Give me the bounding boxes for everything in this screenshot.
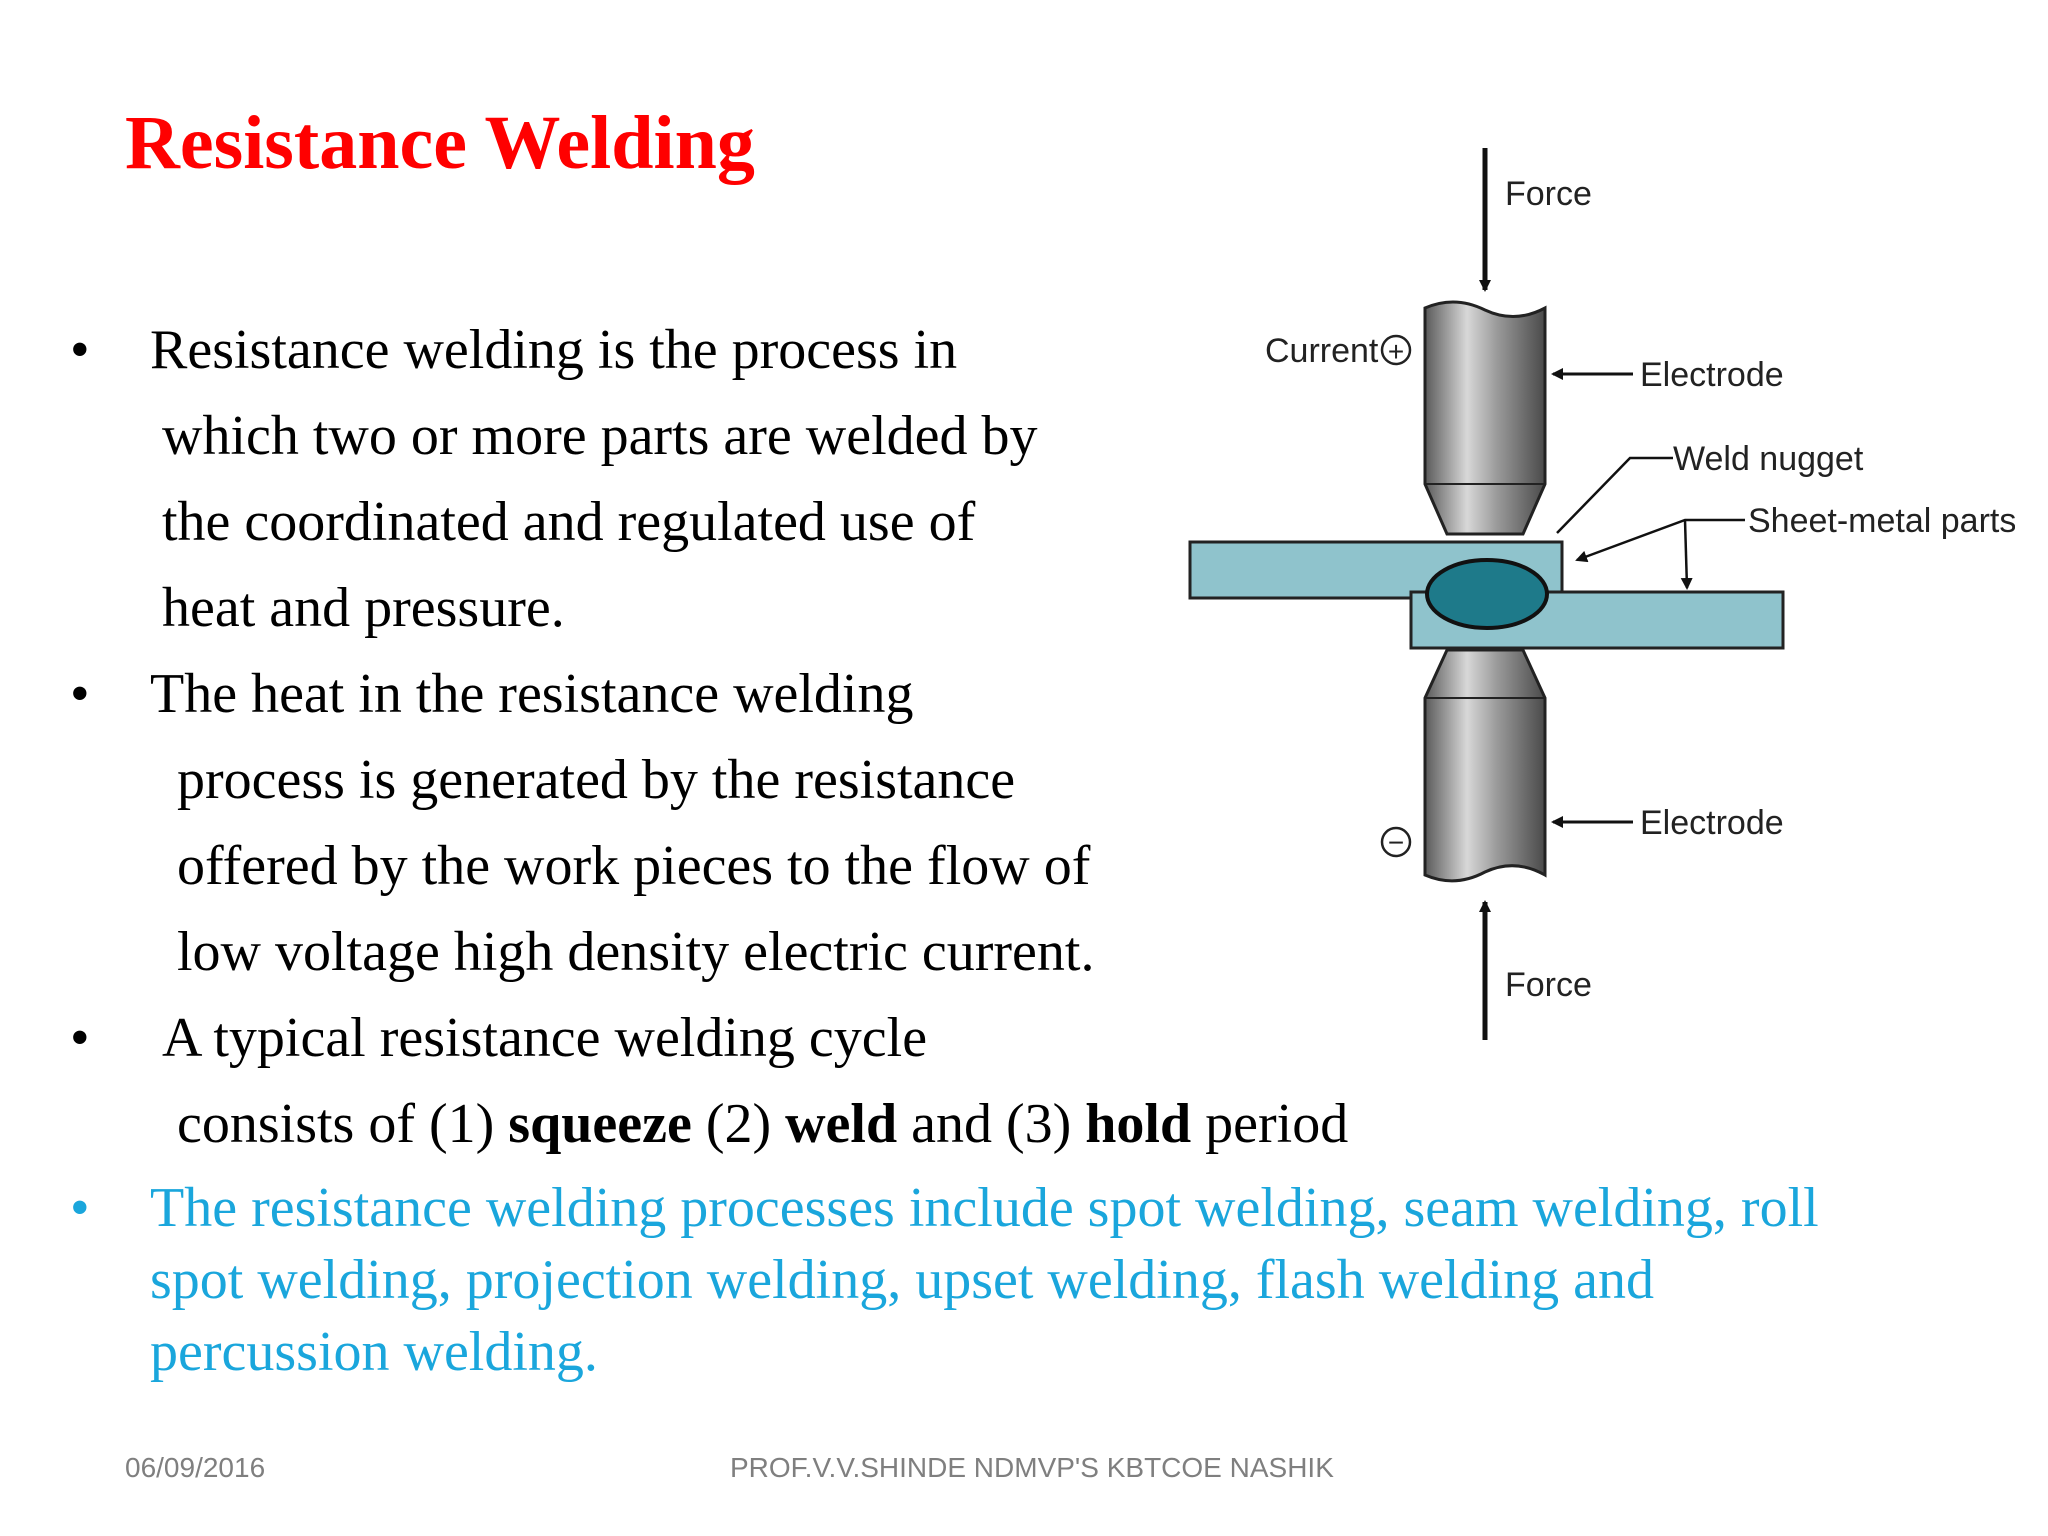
- cycle-squeeze: squeeze: [508, 1093, 692, 1155]
- bullet-marker: •: [70, 1177, 90, 1239]
- sheet-leader-1: [1575, 518, 1745, 563]
- bullet-1-line-4: heat and pressure.: [162, 577, 565, 639]
- footer-date: 06/09/2016: [125, 1452, 266, 1483]
- bullet-marker: •: [70, 663, 90, 725]
- cycle-p3: and (3): [897, 1093, 1086, 1155]
- cycle-suffix: period: [1191, 1093, 1349, 1155]
- sheet-leader-2: [1680, 519, 1693, 590]
- bullet-3-cycle-line: consists of (1) squeeze (2) weld and (3)…: [177, 1096, 1348, 1152]
- lower-electrode: [1423, 648, 1547, 883]
- cycle-hold: hold: [1085, 1093, 1192, 1155]
- bullet-1-line-2: which two or more parts are welded by: [162, 405, 1038, 467]
- bullet-2-line-1: The heat in the resistance welding: [150, 663, 914, 725]
- bullet-2-line-2: process is generated by the resistance: [177, 749, 1016, 811]
- plus-icon: [1380, 334, 1412, 366]
- cycle-p2: (2): [691, 1093, 786, 1155]
- weld-nugget-label: Weld nugget: [1673, 440, 1864, 478]
- force-label-top: Force: [1505, 175, 1592, 213]
- weld-nugget: [1425, 558, 1549, 630]
- bullet-marker: •: [70, 1007, 90, 1069]
- minus-icon: [1380, 826, 1412, 858]
- bullet-4-line-3: percussion welding.: [150, 1321, 598, 1383]
- bullet-4-line-1: The resistance welding processes include…: [150, 1177, 1819, 1239]
- cycle-prefix: consists of (1): [177, 1093, 509, 1155]
- current-label: Current: [1265, 332, 1379, 370]
- bullet-3-line-1: A typical resistance welding cycle: [162, 1007, 928, 1069]
- slide-title: Resistance Welding: [125, 101, 755, 185]
- plus-sign: +: [1388, 336, 1404, 367]
- resistance-welding-diagram: Force Current + − Electrode Weld nugget …: [1188, 148, 2015, 1040]
- minus-sign: −: [1388, 827, 1404, 858]
- footer-author: PROF.V.V.SHINDE NDMVP'S KBTCOE NASHIK: [730, 1452, 1334, 1483]
- electrode-label-bottom: Electrode: [1640, 804, 1784, 842]
- bullet-1-line-1: Resistance welding is the process in: [150, 319, 958, 381]
- bullet-2-line-4: low voltage high density electric curren…: [177, 921, 1095, 983]
- bullet-1-line-3: the coordinated and regulated use of: [162, 491, 976, 553]
- sheet-metal-label: Sheet-metal parts: [1748, 502, 2015, 540]
- electrode-label-top: Electrode: [1640, 356, 1784, 394]
- bullet-2-line-3: offered by the work pieces to the flow o…: [177, 835, 1091, 897]
- force-label-bottom: Force: [1505, 966, 1592, 1004]
- weld-nugget-leader: [1556, 456, 1673, 534]
- upper-electrode: [1423, 300, 1547, 536]
- cycle-weld: weld: [785, 1093, 898, 1155]
- bullet-4-line-2: spot welding, projection welding, upset …: [150, 1249, 1654, 1311]
- bullet-marker: •: [70, 319, 90, 381]
